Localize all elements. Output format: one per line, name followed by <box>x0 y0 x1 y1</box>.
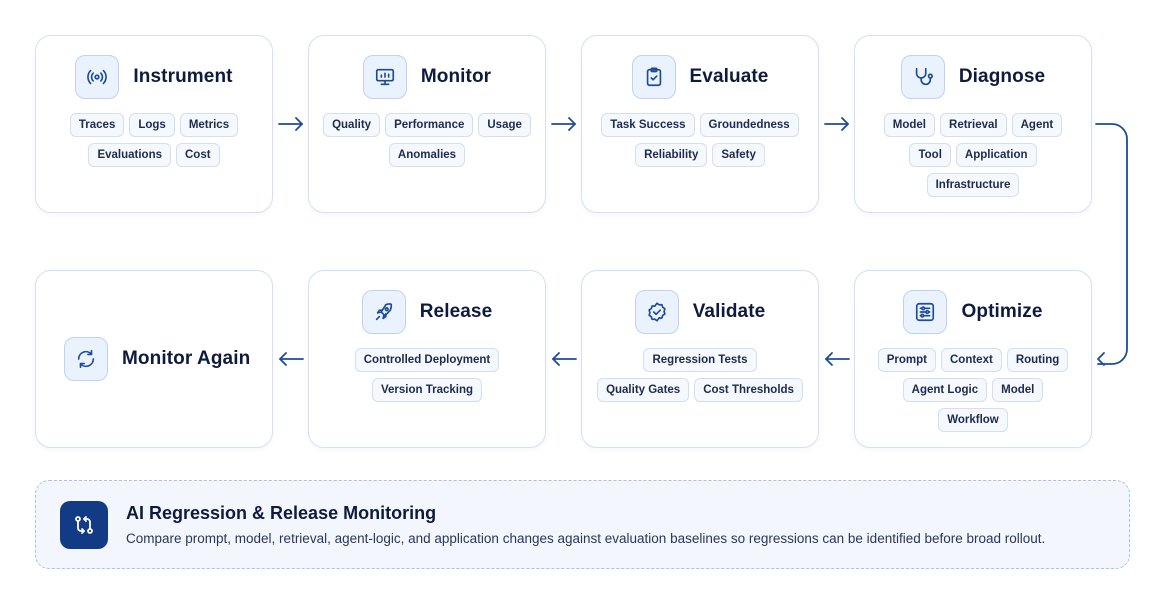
chip: Retrieval <box>940 113 1007 137</box>
chip: Traces <box>69 113 125 137</box>
chip: Quality <box>323 113 381 137</box>
chip: Metrics <box>179 113 239 137</box>
chip: Cost Thresholds <box>694 378 803 402</box>
chip: Anomalies <box>388 143 466 167</box>
chip: Cost <box>176 143 220 167</box>
chip: Usage <box>478 113 531 137</box>
stethoscope-icon <box>900 55 945 99</box>
clipboard-check-icon <box>631 55 676 99</box>
step-card-monitor-again: Monitor Again <box>35 270 273 448</box>
banner-title: AI Regression & Release Monitoring <box>126 503 437 523</box>
chip: Quality Gates <box>597 378 690 402</box>
info-banner: AI Regression & Release Monitoring Compa… <box>35 480 1130 569</box>
chip: Agent <box>1011 113 1063 137</box>
chip: Performance <box>385 113 474 137</box>
chip-list: Traces Logs Metrics Evaluations Cost <box>50 113 258 167</box>
step-card-validate: Validate Regression Tests Quality Gates … <box>581 270 819 448</box>
chip-list: Model Retrieval Agent Tool Application I… <box>869 113 1077 197</box>
chip-list: Task Success Groundedness Reliability Sa… <box>596 113 804 167</box>
chip: Prompt <box>877 348 936 372</box>
sliders-icon <box>903 290 948 334</box>
step-card-optimize: Optimize Prompt Context Routing Agent Lo… <box>854 270 1092 448</box>
chip: Regression Tests <box>643 348 757 372</box>
chip: Infrastructure <box>926 173 1020 197</box>
arrow-left-icon <box>550 350 578 368</box>
step-title: Validate <box>692 301 766 322</box>
chip-list: Controlled Deployment Version Tracking <box>323 348 531 402</box>
monitor-chart-icon <box>362 55 407 99</box>
step-title: Monitor Again <box>122 348 251 369</box>
compare-arrows-icon <box>60 501 108 549</box>
step-card-diagnose: Diagnose Model Retrieval Agent Tool Appl… <box>854 35 1092 213</box>
arrow-connector-down <box>1090 115 1140 373</box>
chip: Safety <box>712 143 765 167</box>
banner-description: Compare prompt, model, retrieval, agent-… <box>126 531 1046 546</box>
chip: Workflow <box>938 408 1008 432</box>
chip: Model <box>883 113 936 137</box>
step-card-evaluate: Evaluate Task Success Groundedness Relia… <box>581 35 819 213</box>
arrow-left-icon <box>277 350 305 368</box>
chip: Task Success <box>601 113 695 137</box>
rocket-icon <box>361 290 406 334</box>
refresh-icon <box>64 337 108 381</box>
chip-list: Regression Tests Quality Gates Cost Thre… <box>596 348 804 402</box>
step-title: Diagnose <box>958 66 1046 87</box>
chip-list: Prompt Context Routing Agent Logic Model… <box>869 348 1077 432</box>
arrow-right-icon <box>550 115 578 133</box>
chip: Version Tracking <box>371 378 483 402</box>
arrow-right-icon <box>277 115 305 133</box>
arrow-left-icon <box>823 350 851 368</box>
chip: Controlled Deployment <box>354 348 500 372</box>
chip-list: Quality Performance Usage Anomalies <box>323 113 531 167</box>
step-title: Instrument <box>133 66 233 87</box>
step-title: Evaluate <box>689 66 769 87</box>
step-title: Optimize <box>961 301 1043 322</box>
chip: Evaluations <box>88 143 171 167</box>
chip: Reliability <box>635 143 708 167</box>
step-card-monitor: Monitor Quality Performance Usage Anomal… <box>308 35 546 213</box>
chip: Routing <box>1006 348 1069 372</box>
chip: Application <box>955 143 1037 167</box>
chip: Tool <box>909 143 951 167</box>
arrow-right-icon <box>823 115 851 133</box>
chip: Context <box>941 348 1002 372</box>
chip: Agent Logic <box>902 378 988 402</box>
step-title: Release <box>419 301 493 322</box>
chip: Logs <box>129 113 175 137</box>
step-card-release: Release Controlled Deployment Version Tr… <box>308 270 546 448</box>
step-card-instrument: Instrument Traces Logs Metrics Evaluatio… <box>35 35 273 213</box>
broadcast-icon <box>75 55 120 99</box>
chip: Groundedness <box>699 113 799 137</box>
step-title: Monitor <box>420 66 492 87</box>
badge-check-icon <box>634 290 679 334</box>
chip: Model <box>992 378 1044 402</box>
